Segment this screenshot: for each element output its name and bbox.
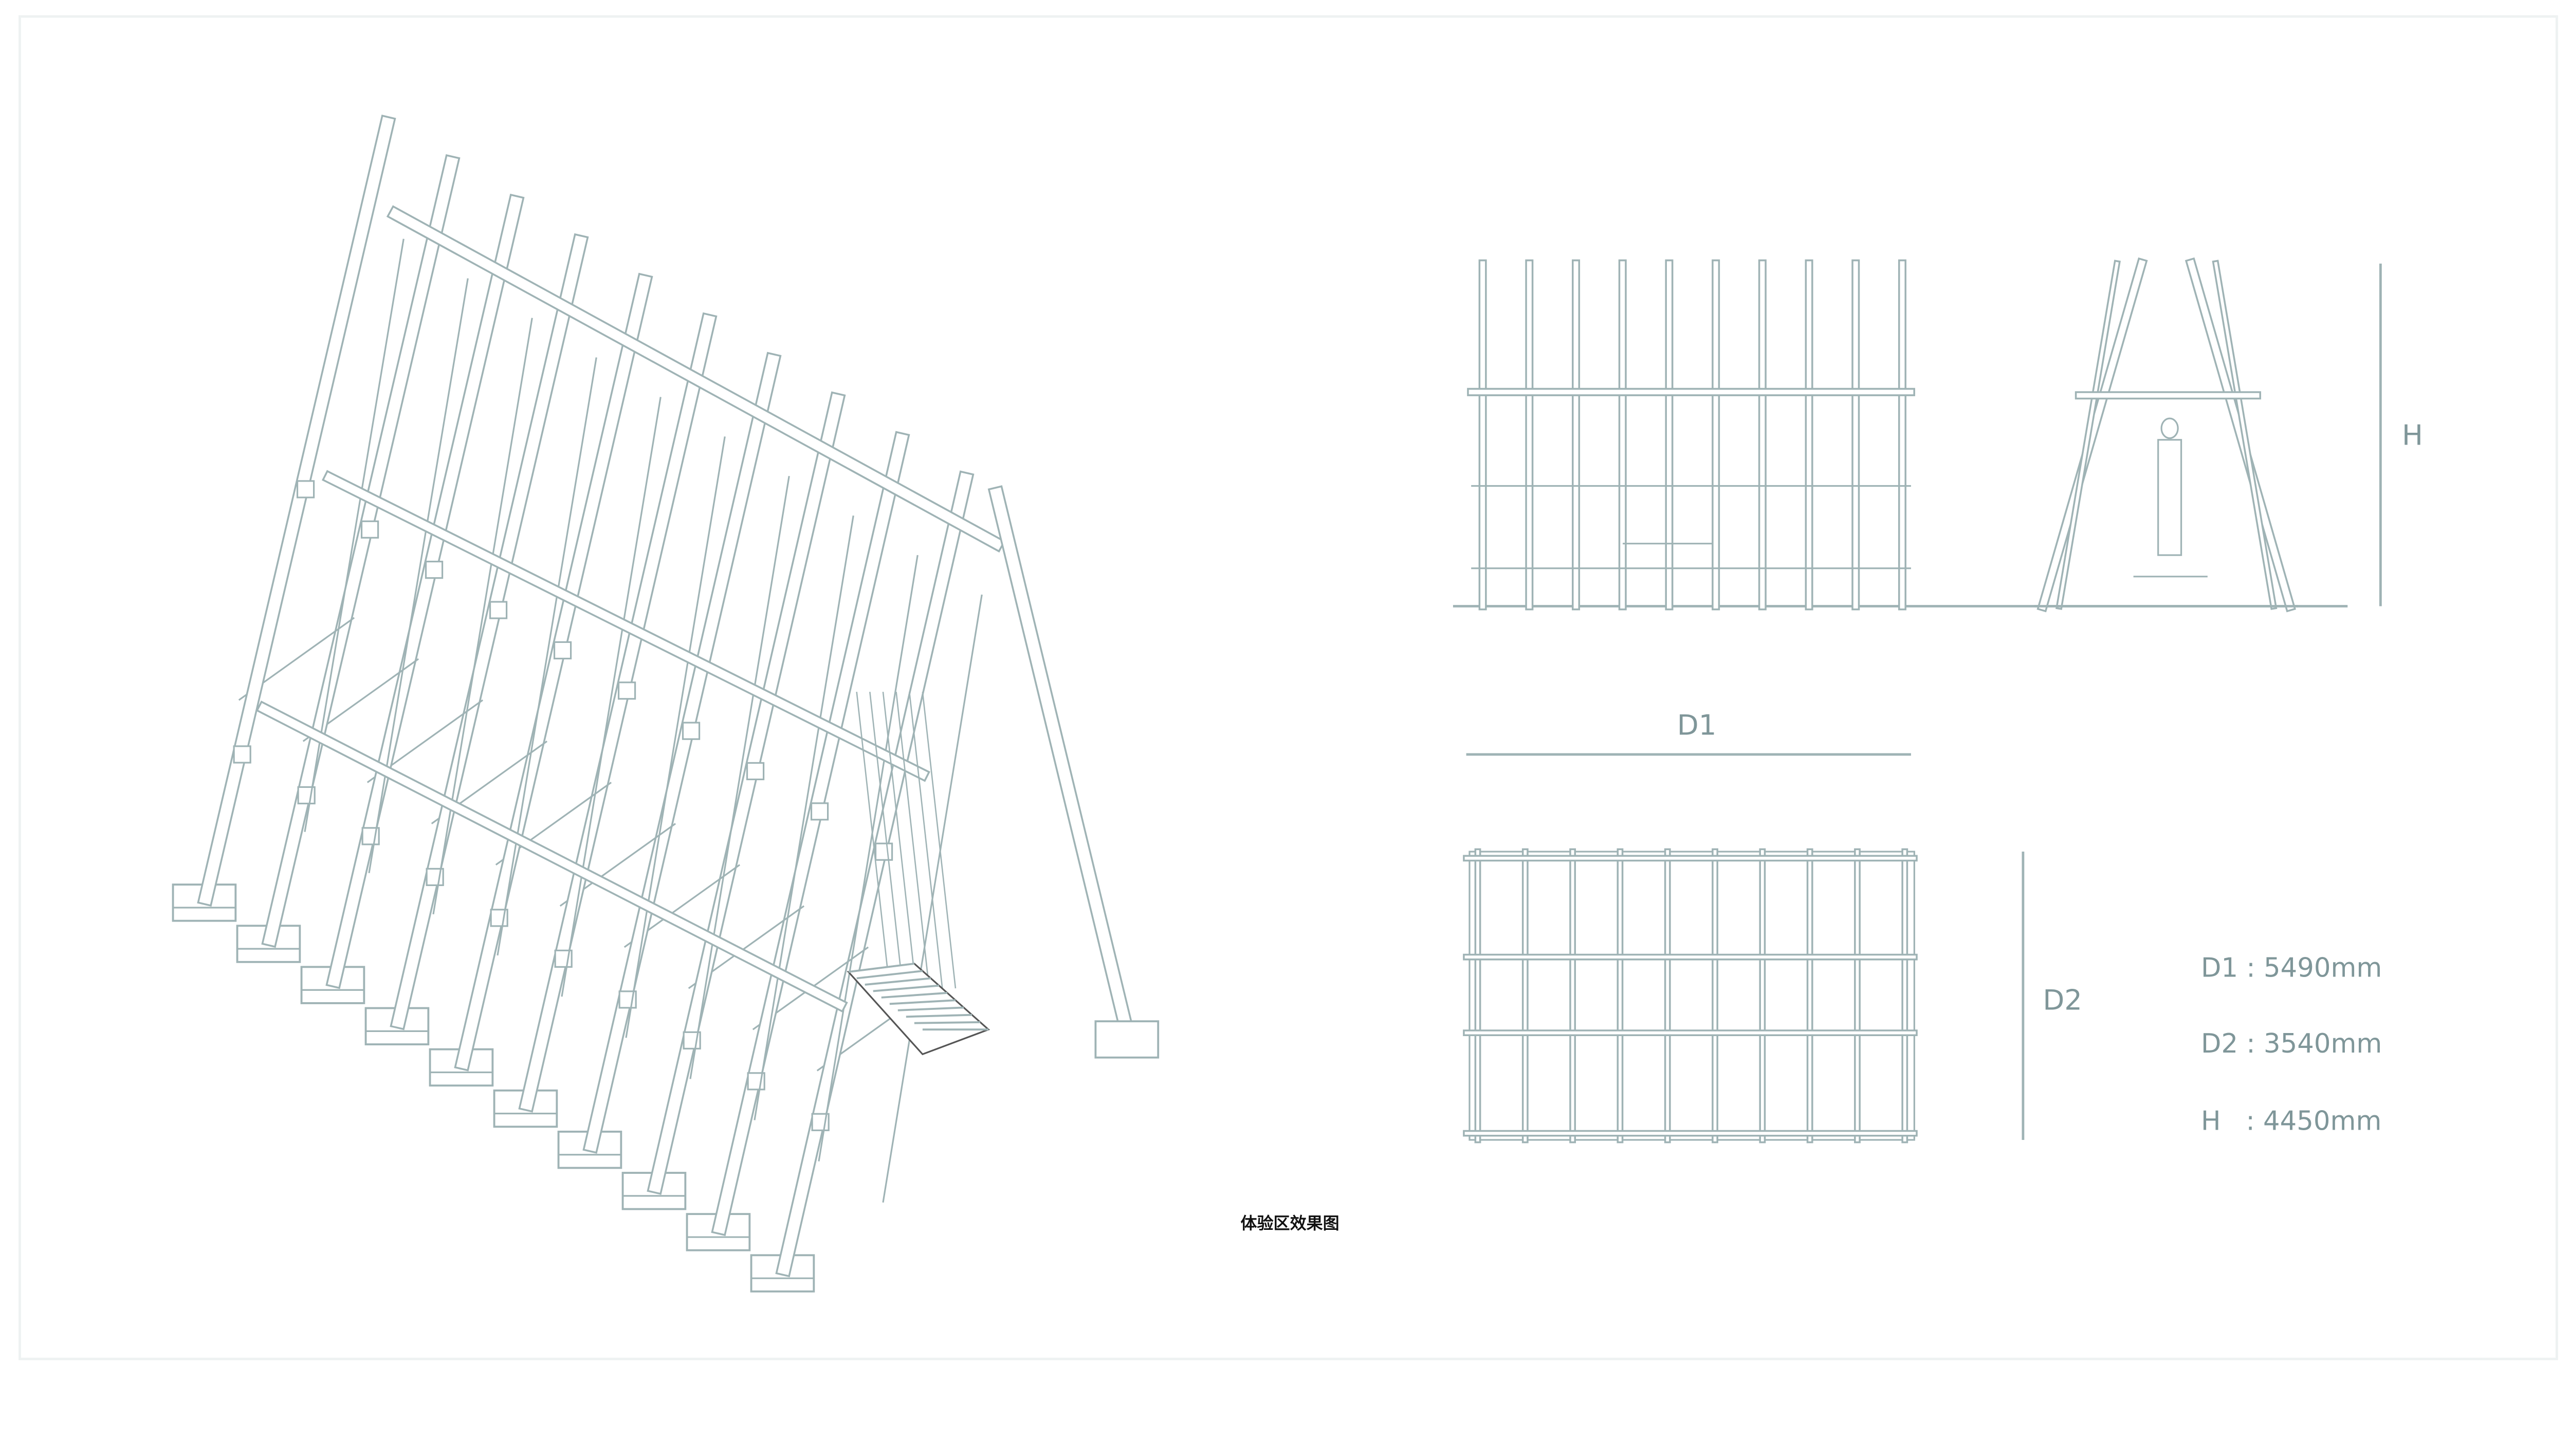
connector	[553, 641, 572, 660]
inner-post	[856, 692, 891, 989]
front-elevation	[1453, 259, 2348, 611]
connector	[682, 722, 701, 740]
drawing-sheet: H D1 D2 D1 : 5490mm D2 : 3540mm H : 4450…	[19, 15, 2558, 1360]
connector	[489, 601, 508, 619]
rafter-leg-fill	[392, 235, 587, 1028]
height-label: H	[2402, 418, 2423, 451]
frame-brace	[754, 515, 854, 1120]
human-figure-body	[2157, 439, 2182, 556]
drawing-canvas: H D1 D2 D1 : 5490mm D2 : 3540mm H : 4450…	[19, 15, 2558, 1360]
grate-bar	[889, 999, 956, 1005]
connector	[746, 762, 765, 781]
frame-brace	[625, 436, 726, 1038]
side-elevation	[2034, 257, 2299, 613]
rafter-leg-fill	[777, 472, 972, 1275]
rafter-leg-fill	[327, 196, 523, 987]
frame-brace	[561, 397, 662, 997]
frame-brace	[497, 357, 597, 956]
d1-label: D1	[1677, 708, 1717, 741]
connector	[425, 561, 444, 579]
grate-bar	[906, 1013, 972, 1018]
inner-post	[869, 692, 904, 989]
side-leg-fill	[2214, 262, 2275, 608]
grated-platform	[847, 963, 990, 1056]
side-leg-fill	[2039, 260, 2146, 611]
rafter-leg-fill	[649, 393, 844, 1193]
inner-post	[882, 692, 917, 989]
grate-bar	[881, 992, 948, 999]
rafter-leg-fill	[199, 117, 394, 905]
frame-brace	[818, 555, 919, 1162]
frame-brace	[689, 476, 790, 1079]
connector	[617, 681, 636, 700]
grate-bar	[873, 984, 940, 992]
grate-bar	[865, 977, 931, 986]
rafter-leg-fill	[584, 354, 780, 1152]
side-leg-fill	[2058, 262, 2119, 608]
connector	[360, 520, 379, 539]
axonometric-a-frame	[172, 115, 1160, 1293]
inner-post	[922, 692, 957, 989]
plan-view	[1463, 848, 1918, 1144]
rafter-leg-fill	[263, 156, 458, 946]
rafter-leg-fill	[456, 274, 651, 1070]
footing-block	[1094, 1020, 1160, 1059]
purlin-fill	[258, 703, 846, 1010]
frame-brace	[432, 318, 533, 915]
human-figure-head	[2160, 417, 2179, 439]
dimension-h: H : 4450mm	[2201, 1106, 2381, 1137]
connector	[618, 990, 637, 1009]
sheet-border	[19, 15, 2558, 1360]
rafter-leg-fill	[520, 314, 715, 1111]
grate-bar	[897, 1006, 964, 1011]
connector	[874, 842, 893, 861]
rafter-leg-right-fill	[989, 487, 1135, 1045]
dimension-d2: D2 : 3540mm	[2201, 1028, 2382, 1059]
grate-bar	[848, 963, 915, 973]
inner-post	[908, 692, 943, 989]
ridge-beam-fill	[389, 208, 1003, 550]
grate-bar	[914, 1021, 981, 1024]
purlin-fill	[324, 472, 928, 780]
side-leg-fill	[2187, 260, 2294, 611]
plan-outline	[1468, 851, 1915, 1141]
dimension-d1: D1 : 5490mm	[2201, 953, 2382, 984]
rafter-leg-fill	[713, 433, 908, 1234]
connector	[810, 802, 829, 821]
connector	[361, 827, 380, 845]
connector	[296, 480, 315, 499]
inner-post	[895, 692, 930, 989]
caption: 体验区效果图	[1240, 1213, 1339, 1233]
connector	[233, 745, 251, 764]
grate-bar	[856, 970, 923, 980]
d2-label: D2	[2043, 984, 2082, 1017]
